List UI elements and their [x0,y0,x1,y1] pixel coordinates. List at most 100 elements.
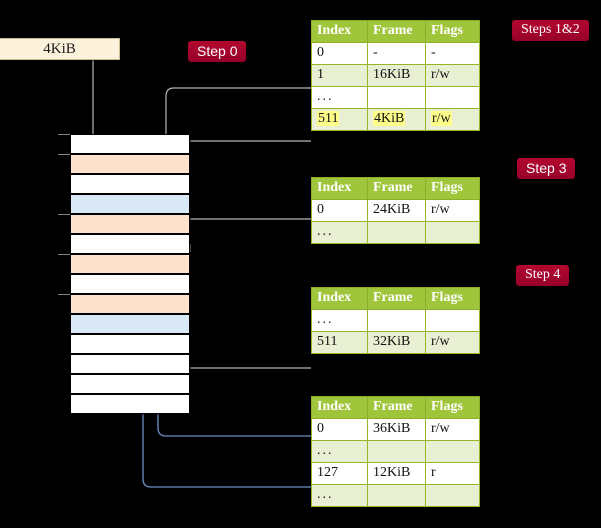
column-header-frame: Frame [367,287,426,310]
cell-index: 0 [311,418,368,441]
table-row: ... [311,86,480,109]
memory-boundary-tick [58,154,70,155]
cell-index: 127 [311,462,368,485]
cell-flags: r/w [425,64,480,87]
memory-frame-row [70,234,190,254]
column-header-index: Index [311,396,368,419]
memory-frame-row [70,174,190,194]
badge-steps-1-2: Steps 1&2 [512,20,589,41]
cell-flags: - [425,42,480,65]
memory-frame-row [70,394,190,414]
cell-frame [367,484,426,507]
table-row: 0-- [311,42,480,65]
cell-flags [425,484,480,507]
memory-frame-row [70,254,190,274]
cell-index: ... [311,440,368,463]
memory-frame-row [70,334,190,354]
cell-flags [425,440,480,463]
badge-step-0-label: Step 0 [197,43,238,59]
cell-index: 1 [311,64,368,87]
cell-index: ... [311,309,368,332]
memory-frame-row [70,274,190,294]
badge-step-0: Step 0 [188,41,247,62]
cell-index: 511 [311,108,368,131]
cell-frame: 24KiB [367,199,426,222]
cell-frame: 16KiB [367,64,426,87]
cell-flags: r/w [425,108,480,131]
arrow-steps12-b [174,140,311,150]
arrow-step3 [183,218,311,252]
cell-frame: 12KiB [367,462,426,485]
cell-frame [367,440,426,463]
memory-frame-row [70,354,190,374]
cell-index: ... [311,221,368,244]
memory-frame-row [70,214,190,234]
cell-frame [367,309,426,332]
memory-frame-row [70,134,190,154]
cell-index: 0 [311,42,368,65]
badge-step-4: Step 4 [516,265,570,286]
table-row: ... [311,484,480,507]
badge-step-3: Step 3 [517,158,576,179]
memory-frame-row [70,294,190,314]
badge-step-4-label: Step 4 [525,267,561,282]
cell-flags: r/w [425,418,480,441]
cell-index: ... [311,86,368,109]
column-header-index: Index [311,287,368,310]
column-header-frame: Frame [367,396,426,419]
memory-frame-row [70,374,190,394]
table-row: ... [311,221,480,244]
memory-boundary-tick [58,214,70,215]
memory-boundary-tick [58,294,70,295]
memory-boundary-tick [58,134,70,135]
cell-flags: r [425,462,480,485]
cell-frame: 4KiB [367,108,426,131]
column-header-flags: Flags [425,396,480,419]
table-row: ... [311,440,480,463]
source-frame-label: 4KiB [43,40,76,57]
source-frame-box: 4KiB [0,38,120,60]
memory-frame-row [70,194,190,214]
arrow-step4 [176,308,311,369]
cell-flags [425,309,480,332]
badge-step-3-label: Step 3 [526,160,567,176]
column-header-flags: Flags [425,177,480,200]
memory-frame-row [70,154,190,174]
cell-index: 0 [311,199,368,222]
badge-steps-1-2-label: Steps 1&2 [521,22,580,37]
cell-frame: 32KiB [367,331,426,354]
column-header-flags: Flags [425,287,480,310]
memory-frame-row [70,314,190,334]
cell-flags [425,86,480,109]
table-row: ... [311,309,480,332]
cell-frame: - [367,42,426,65]
column-header-index: Index [311,20,368,43]
cell-frame [367,221,426,244]
physical-memory-column [70,134,190,414]
column-header-index: Index [311,177,368,200]
cell-flags [425,221,480,244]
cell-index: ... [311,484,368,507]
cell-flags: r/w [425,331,480,354]
cell-flags: r/w [425,199,480,222]
memory-boundary-tick [58,254,70,255]
cell-index: 511 [311,331,368,354]
cell-frame: 36KiB [367,418,426,441]
column-header-frame: Frame [367,177,426,200]
column-header-flags: Flags [425,20,480,43]
